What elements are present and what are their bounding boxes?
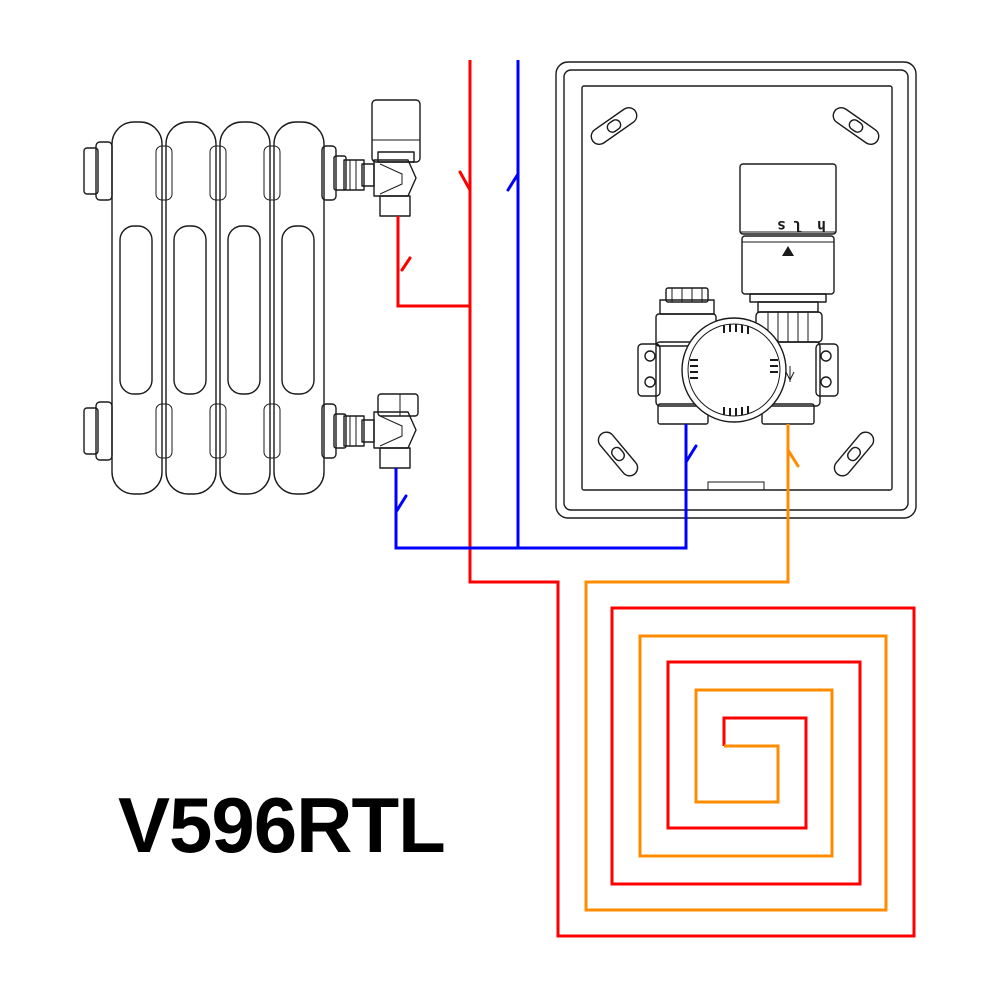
- radiator-end-plug-top: [83, 141, 113, 201]
- scale-marker-icon: [782, 246, 794, 256]
- dial-scale-l: l: [793, 217, 802, 235]
- mounting-slot-top-right: [832, 106, 880, 146]
- thermostatic-head: [739, 163, 837, 313]
- dial-scale-h: h: [817, 217, 826, 235]
- radiator-valve-top: [343, 99, 421, 217]
- return-arrow-box: [684, 444, 698, 464]
- supply-pipes: [396, 60, 916, 938]
- radiator-valve-bottom: [343, 393, 419, 469]
- radiator-bushing-top: [321, 145, 347, 201]
- flow-arrows: [394, 170, 800, 514]
- return-pipes: [394, 60, 688, 550]
- supply-arrow-up: [400, 256, 412, 272]
- return-arrow-down: [394, 494, 408, 514]
- radiator-column-3: [219, 121, 271, 495]
- wall-box: [555, 61, 917, 519]
- return-collector: [394, 424, 688, 550]
- supply-arrow-down: [458, 170, 472, 192]
- radiator-bushing-bottom: [321, 403, 347, 459]
- floor-loop-return: [584, 424, 888, 912]
- supply-branch-radiator: [396, 216, 470, 308]
- floor-return-pipe: [584, 424, 888, 912]
- dial-serrations: [690, 324, 778, 416]
- radiator-column-4: [273, 121, 325, 495]
- mixing-valve: [637, 287, 839, 425]
- radiator-column-2: [165, 121, 217, 495]
- radiator-end-plug-bottom: [83, 401, 113, 461]
- return-arrow-up: [506, 172, 520, 192]
- floor-arrow-up: [786, 448, 800, 468]
- mounting-slot-bottom-left: [597, 431, 639, 477]
- dial-scale-s: s: [777, 217, 786, 235]
- radiator: [83, 121, 347, 495]
- radiator-column-1: [111, 121, 163, 495]
- mounting-slot-bottom-right: [833, 431, 875, 477]
- flow-direction-icon: [785, 366, 795, 382]
- model-title: V596RTL: [118, 781, 446, 869]
- mounting-slot-top-left: [590, 106, 638, 146]
- supply-riser: [468, 60, 916, 938]
- radiator-hubs: [155, 145, 281, 459]
